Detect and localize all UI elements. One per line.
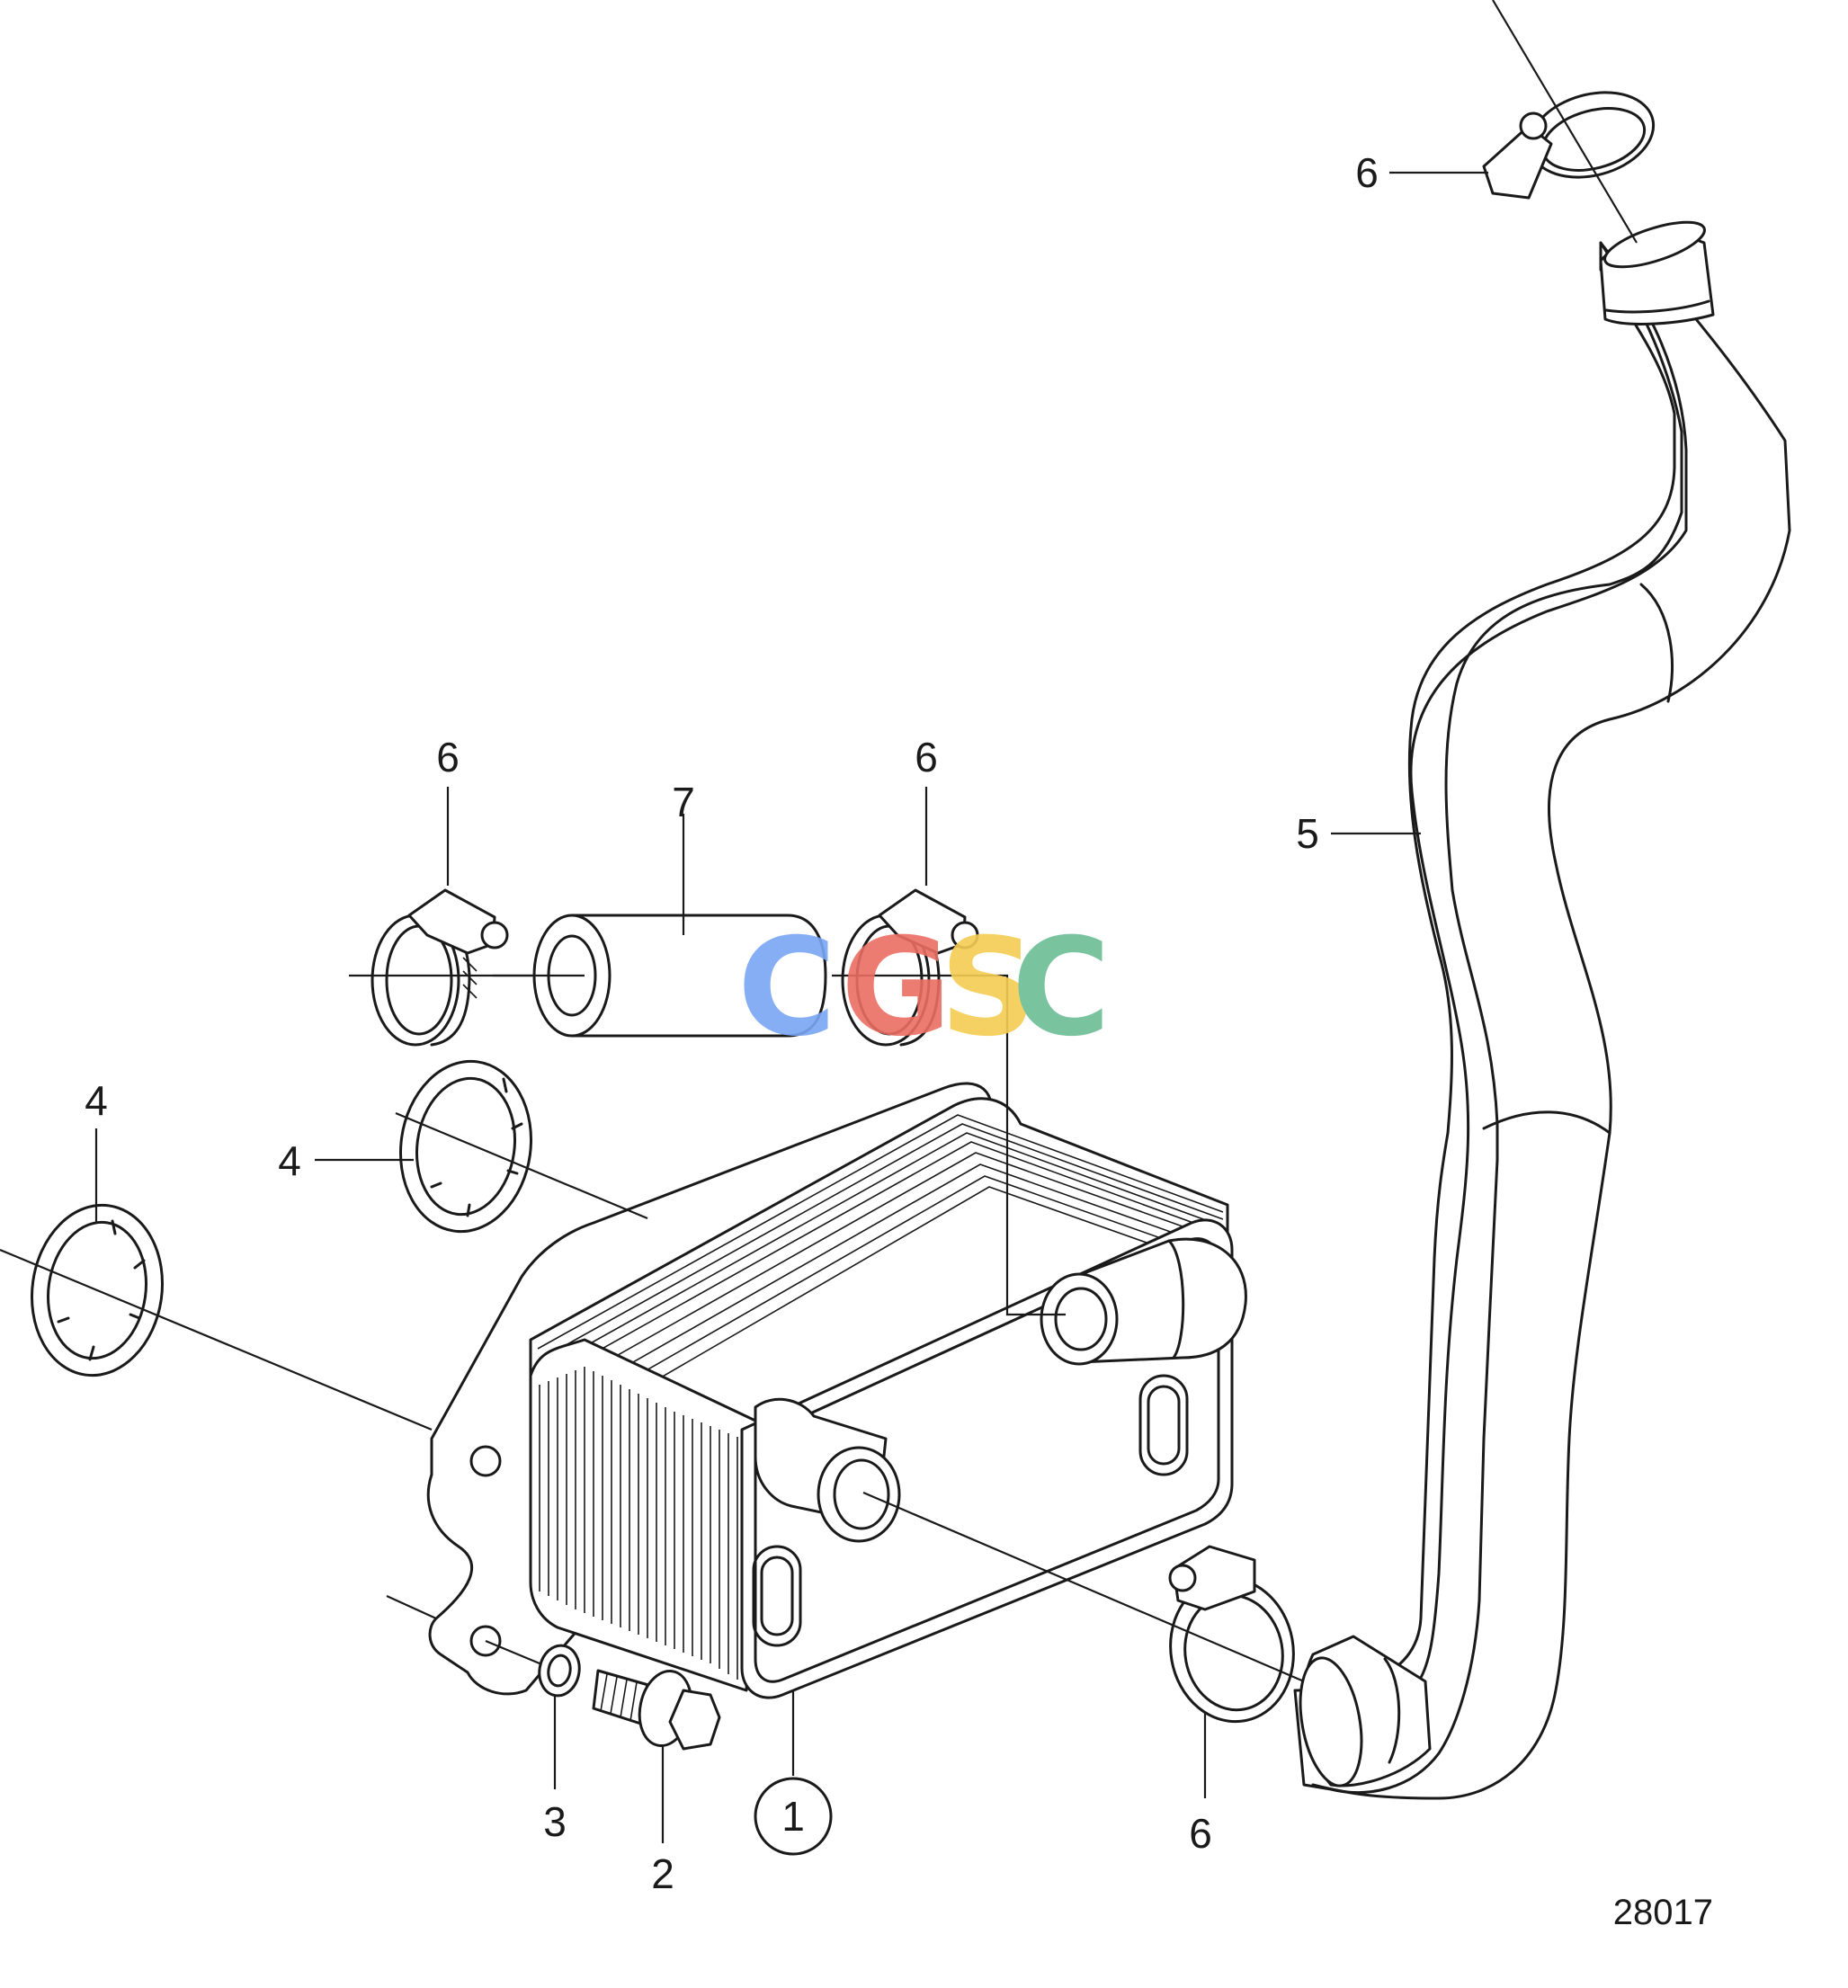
callout-1-circle <box>754 1777 833 1856</box>
watermark-letter-1: C <box>737 910 836 1066</box>
cooler-side-fins <box>539 1367 738 1680</box>
cooler-fins <box>537 1114 1224 1431</box>
leader-lines <box>0 0 1638 1843</box>
callout-6-bottom: 6 <box>1189 1810 1212 1857</box>
watermark-logo: C G S C <box>737 910 1111 1066</box>
callout-6-top: 6 <box>1355 149 1379 196</box>
coupling-hose <box>532 914 827 1038</box>
seal-ring-right <box>398 1059 533 1234</box>
hose-clamp-mid-right <box>841 888 979 1047</box>
oil-cooler <box>426 1082 1247 1699</box>
hose-clamp-mid-left <box>370 888 509 1047</box>
hose-clamp-bottom <box>1168 1545 1295 1724</box>
callout-4-right: 4 <box>278 1137 301 1184</box>
watermark-letter-3: S <box>940 910 1037 1066</box>
callout-6-mid-right: 6 <box>915 734 938 780</box>
callout-1: 1 <box>781 1793 805 1840</box>
watermark-letter-4: C <box>1012 910 1111 1066</box>
washer <box>538 1644 581 1698</box>
hose-clamp-top <box>1482 91 1656 200</box>
watermark-letter-2: G <box>841 910 951 1066</box>
callout-2: 2 <box>651 1850 674 1897</box>
callout-6-mid-left: 6 <box>436 734 460 780</box>
figure-number: 28017 <box>1613 1893 1713 1932</box>
callout-7: 7 <box>672 779 695 825</box>
callout-5: 5 <box>1296 810 1319 857</box>
coolant-hose <box>1293 220 1791 1800</box>
flange-bolt <box>592 1669 721 1751</box>
callout-4-left: 4 <box>85 1077 108 1124</box>
callout-3: 3 <box>543 1798 567 1845</box>
